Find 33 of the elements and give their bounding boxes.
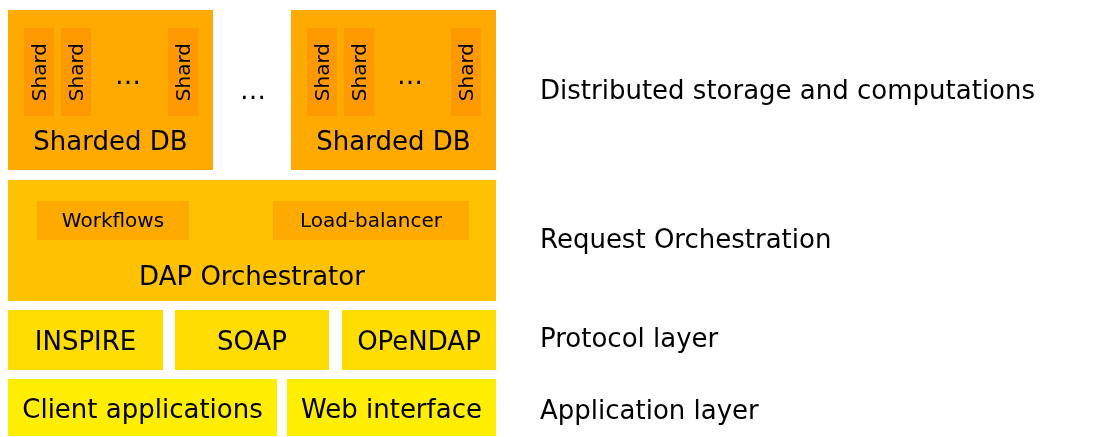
shard-label: Shard xyxy=(349,42,369,102)
ellipsis: … xyxy=(240,77,266,103)
shard-label: Shard xyxy=(173,42,193,102)
database-box xyxy=(291,10,496,170)
orchestrator-box xyxy=(8,180,496,301)
database-box xyxy=(8,10,213,170)
box-label: OPeNDAP xyxy=(356,328,482,354)
layer-box xyxy=(175,310,329,370)
box-label: Workflows xyxy=(60,210,166,230)
layer-box xyxy=(8,379,277,436)
layer-label: Protocol layer xyxy=(540,325,719,351)
component-box xyxy=(37,201,189,240)
box-label: Load-balancer xyxy=(298,210,444,230)
box-label: Client applications xyxy=(21,395,264,422)
layer-box xyxy=(8,310,163,370)
ellipsis: … xyxy=(115,62,141,88)
layer-label: Request Orchestration xyxy=(540,226,832,252)
layer-box xyxy=(287,379,496,436)
shard-label: Shard xyxy=(29,42,49,102)
shard-label: Shard xyxy=(456,42,476,102)
shard-label: Shard xyxy=(312,42,332,102)
layer-label: Distributed storage and computations xyxy=(540,77,1036,103)
box-label: INSPIRE xyxy=(33,328,138,354)
box-label: Sharded DB xyxy=(32,128,189,154)
box-label: SOAP xyxy=(216,328,288,354)
ellipsis: … xyxy=(397,62,423,88)
layer-box xyxy=(342,310,496,370)
box-label: DAP Orchestrator xyxy=(138,263,366,289)
layer-label: Application layer xyxy=(540,397,759,423)
component-box xyxy=(273,201,469,240)
shard-label: Shard xyxy=(66,42,86,102)
box-label: Sharded DB xyxy=(315,128,472,154)
box-label: Web interface xyxy=(300,395,483,422)
